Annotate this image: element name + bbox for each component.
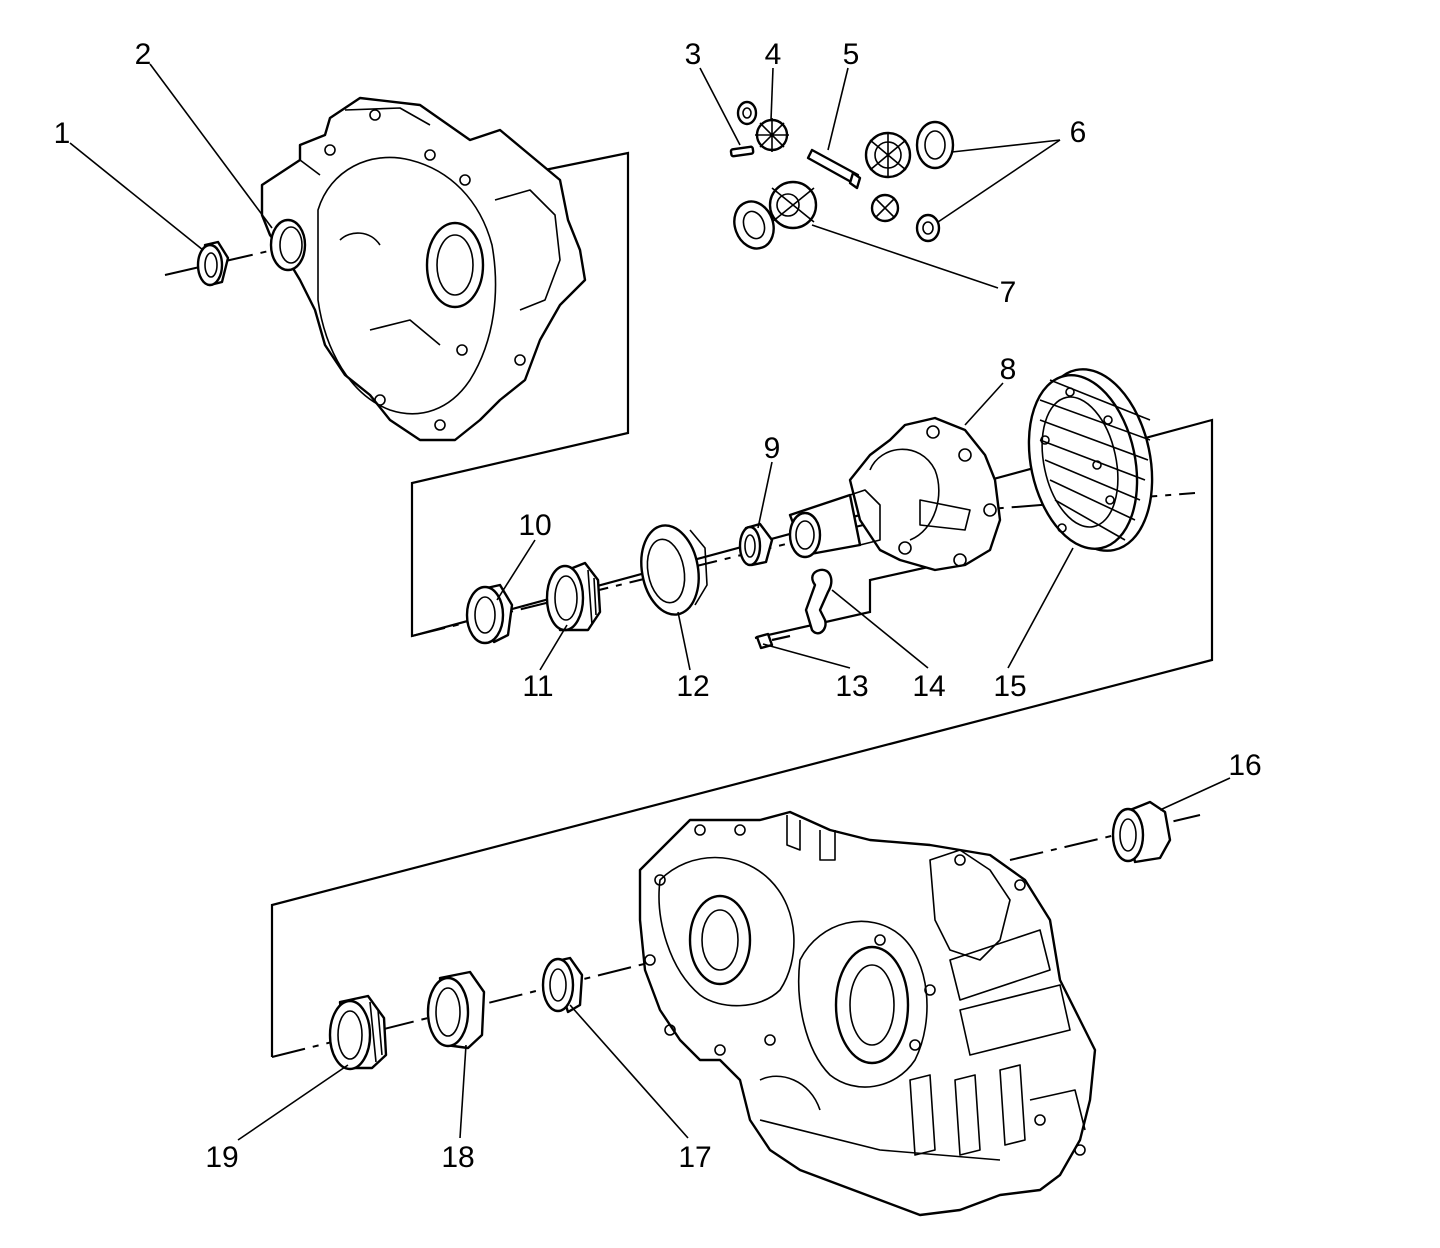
callout-16: 16 <box>1228 749 1261 782</box>
callout-1: 1 <box>54 117 71 150</box>
speedometer-drive-gear <box>640 524 708 616</box>
oil-seal-part-2 <box>269 218 307 272</box>
callout-14: 14 <box>912 670 945 703</box>
oil-seal-part-16 <box>1111 800 1172 864</box>
differential-case <box>788 416 1002 572</box>
differential-pinion-parts <box>729 100 955 250</box>
callout-4: 4 <box>765 38 782 71</box>
callout-9: 9 <box>764 432 781 465</box>
callout-5: 5 <box>843 38 860 71</box>
callout-12: 12 <box>676 670 709 703</box>
tapered-roller-bearing-part-19 <box>328 994 388 1071</box>
callout-18: 18 <box>441 1141 474 1174</box>
callout-19: 19 <box>205 1141 238 1174</box>
callout-3: 3 <box>685 38 702 71</box>
oil-seal-part-1 <box>196 240 230 287</box>
callout-6: 6 <box>1070 116 1087 149</box>
callout-2: 2 <box>135 38 152 71</box>
case-cover <box>260 96 587 442</box>
bearing-cup-part-18 <box>426 970 486 1050</box>
callout-15: 15 <box>993 670 1026 703</box>
callout-17: 17 <box>678 1141 711 1174</box>
bearing-race-part-10 <box>465 583 514 645</box>
callout-labels: 1 2 3 4 5 6 7 8 9 10 11 12 13 14 15 16 1… <box>54 38 1262 1174</box>
transaxle-case <box>638 810 1097 1217</box>
ring-gear <box>1027 368 1154 552</box>
bearing-part-9 <box>738 522 774 567</box>
callout-13: 13 <box>835 670 868 703</box>
tapered-roller-bearing-part-11 <box>545 561 602 632</box>
callout-8: 8 <box>1000 353 1017 386</box>
callout-10: 10 <box>518 509 551 542</box>
bearing-race-part-17 <box>541 956 584 1014</box>
leader-lines <box>69 63 1231 1141</box>
callout-11: 11 <box>522 670 553 703</box>
callout-7: 7 <box>1000 276 1017 309</box>
bolt-and-retainer <box>755 568 833 650</box>
